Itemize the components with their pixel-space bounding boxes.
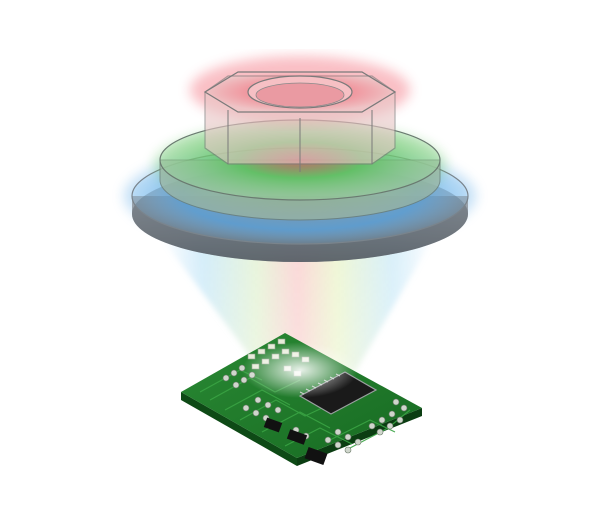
ring-light-icon: [124, 56, 476, 262]
nut-icon: [190, 56, 410, 172]
circuit-board-icon: [181, 333, 422, 466]
light-beam: [163, 240, 432, 372]
